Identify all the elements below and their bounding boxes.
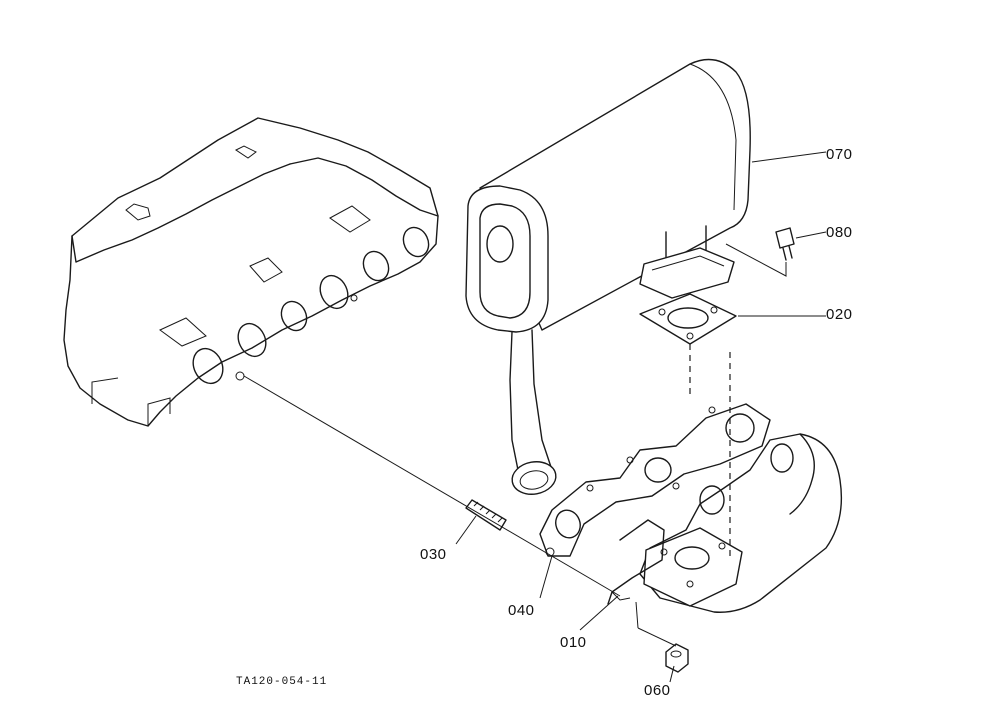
leader-lines <box>455 151 827 683</box>
bolt <box>775 227 795 261</box>
muffler <box>465 58 751 495</box>
callout-030: 030 <box>420 546 447 563</box>
assembly-lines <box>243 243 787 647</box>
drawing-code: TA120-054-11 <box>236 676 328 688</box>
callout-060: 060 <box>644 682 671 699</box>
callout-020: 020 <box>826 306 853 323</box>
exhaust-manifold <box>607 433 843 613</box>
nut <box>665 643 689 673</box>
stud-bolt <box>465 499 507 531</box>
callout-010: 010 <box>560 634 587 651</box>
callout-040: 040 <box>508 602 535 619</box>
muffler-gasket <box>639 293 737 345</box>
cylinder-head-block <box>63 117 439 427</box>
callout-080: 080 <box>826 224 853 241</box>
callout-070: 070 <box>826 146 853 163</box>
manifold-gasket <box>539 403 771 557</box>
